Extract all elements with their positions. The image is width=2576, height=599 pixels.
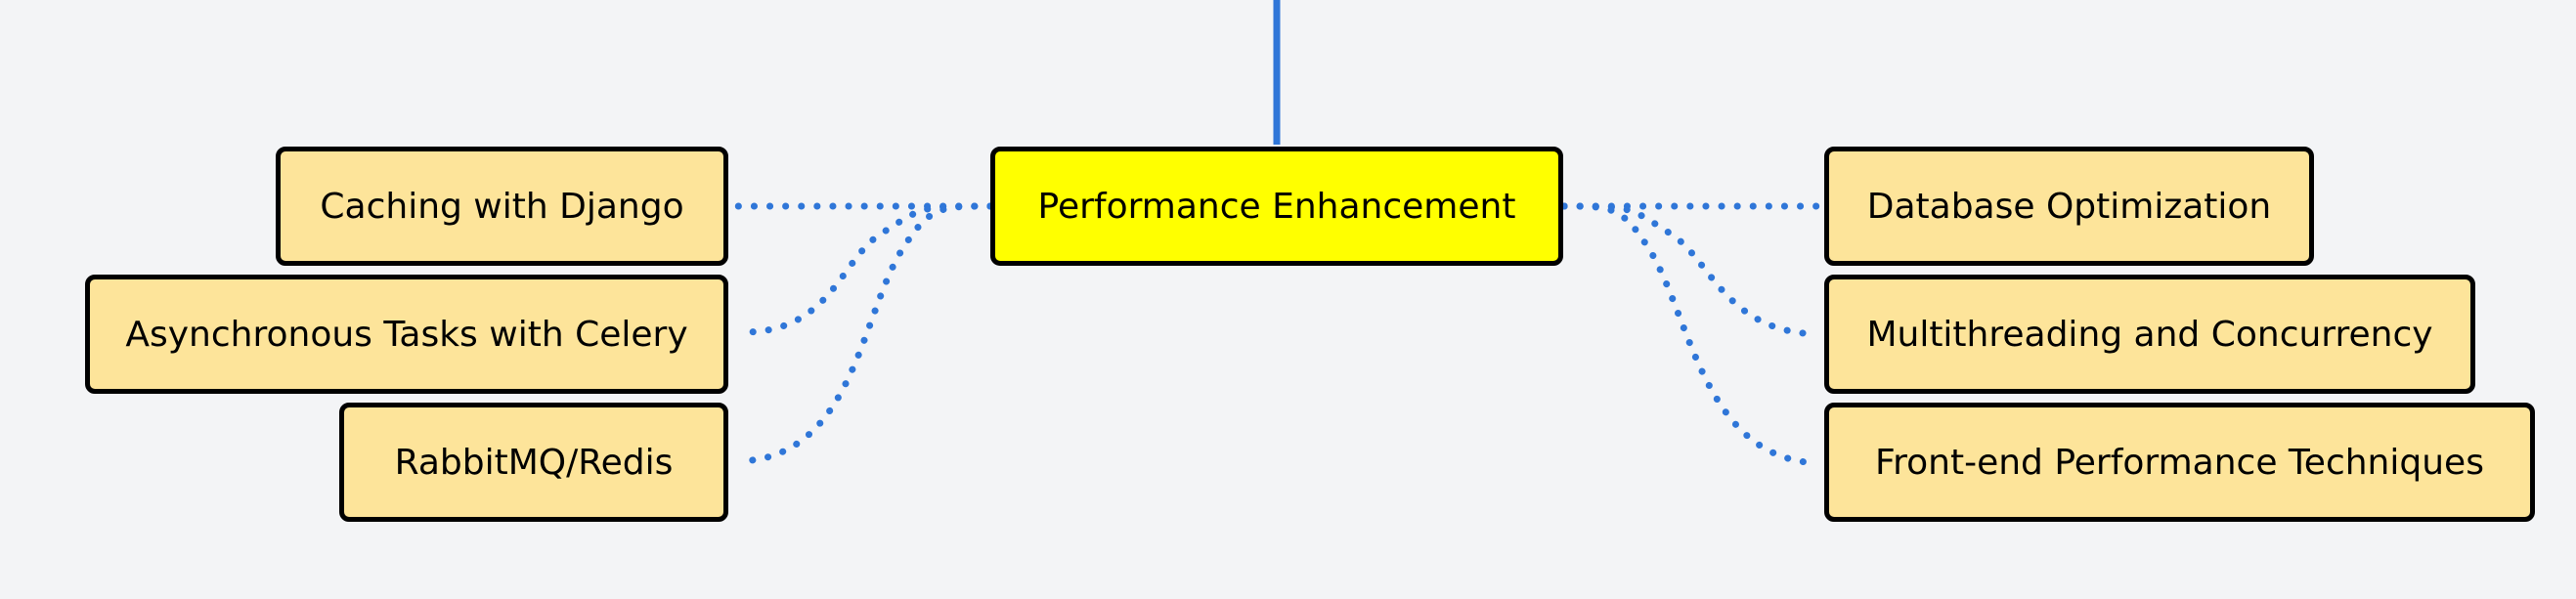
node-label: RabbitMQ/Redis [394, 442, 674, 483]
connector-celery [739, 202, 994, 336]
node-label: Database Optimization [1866, 186, 2272, 227]
node-label: Front-end Performance Techniques [1875, 442, 2484, 483]
node-label: Caching with Django [320, 186, 684, 227]
node-multithreading-concurrency[interactable]: Multithreading and Concurrency [1824, 275, 2475, 394]
root-node[interactable]: Performance Enhancement [990, 147, 1563, 266]
node-frontend-performance[interactable]: Front-end Performance Techniques [1824, 403, 2535, 522]
node-asynchronous-tasks[interactable]: Asynchronous Tasks with Celery [85, 275, 728, 394]
connector-rabbitmq [734, 202, 994, 465]
node-database-optimization[interactable]: Database Optimization [1824, 147, 2314, 266]
connector-multithreading [1560, 202, 1822, 338]
node-caching-with-django[interactable]: Caching with Django [276, 147, 728, 266]
node-label: Multithreading and Concurrency [1866, 314, 2433, 355]
root-node-label: Performance Enhancement [1037, 186, 1516, 227]
node-rabbitmq-redis[interactable]: RabbitMQ/Redis [339, 403, 728, 522]
connector-frontend [1560, 202, 1822, 467]
node-label: Asynchronous Tasks with Celery [125, 314, 688, 355]
